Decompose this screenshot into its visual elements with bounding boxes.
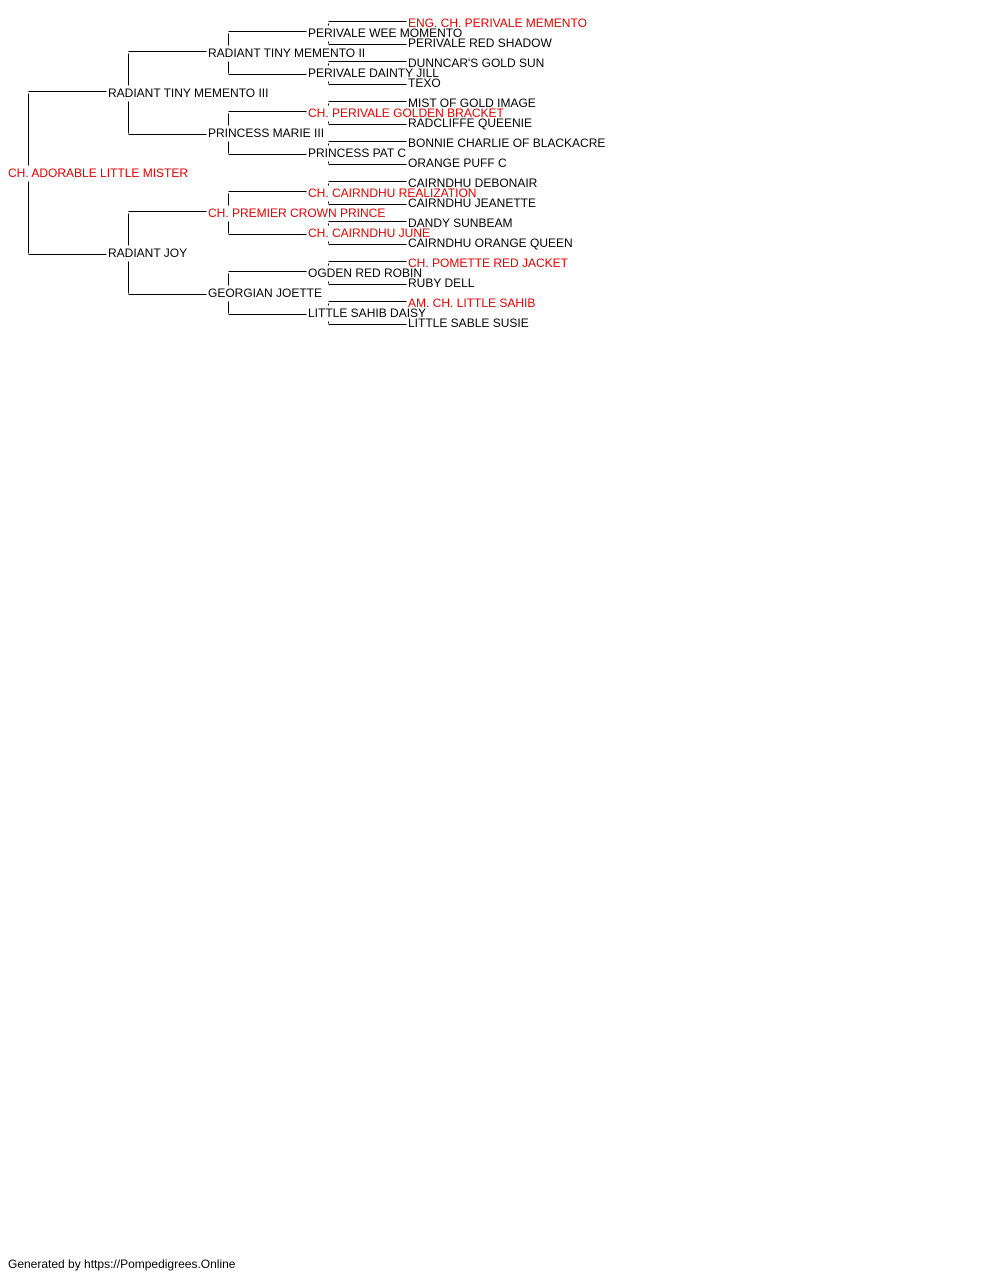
pedigree-node-gen4: CAIRNDHU DEBONAIR — [408, 176, 538, 190]
pedigree-node-gen3: CH. CAIRNDHU JUNE — [308, 226, 431, 240]
pedigree-node-gen4: ENG. CH. PERIVALE MEMENTO — [408, 16, 587, 30]
pedigree-node-gen4: PERIVALE RED SHADOW — [408, 36, 552, 50]
pedigree-node-gen2: PRINCESS MARIE III — [208, 126, 325, 140]
pedigree-node-gen4: CAIRNDHU JEANETTE — [408, 196, 537, 210]
pedigree-node-gen4: MIST OF GOLD IMAGE — [408, 96, 536, 110]
pedigree-node-gen4: RADCLIFFE QUEENIE — [408, 116, 533, 130]
pedigree-node-gen4: RUBY DELL — [408, 276, 475, 290]
footer-credit: Generated by https://Pompedigrees.Online — [8, 1257, 236, 1271]
pedigree-node-gen3: CH. CAIRNDHU REALIZATION — [308, 186, 477, 200]
pedigree-node-gen1: RADIANT JOY — [108, 246, 188, 260]
pedigree-node-gen4: BONNIE CHARLIE OF BLACKACRE — [408, 136, 606, 150]
pedigree-node-gen4: LITTLE SABLE SUSIE — [408, 316, 529, 330]
pedigree-node-gen3: CH. PERIVALE GOLDEN BRACKET — [308, 106, 504, 120]
pedigree-node-gen2: GEORGIAN JOETTE — [208, 286, 323, 300]
pedigree-node-gen4: CH. POMETTE RED JACKET — [408, 256, 569, 270]
pedigree-node-gen0: CH. ADORABLE LITTLE MISTER — [8, 166, 189, 180]
pedigree-node-gen4: CAIRNDHU ORANGE QUEEN — [408, 236, 573, 250]
pedigree-node-gen4: ORANGE PUFF C — [408, 156, 507, 170]
pedigree-node-gen2: RADIANT TINY MEMENTO II — [208, 46, 366, 60]
pedigree-node-gen3: PRINCESS PAT C — [308, 146, 407, 160]
pedigree-node-gen3: PERIVALE WEE MOMENTO — [308, 26, 463, 40]
pedigree-node-gen4: TEXO — [408, 76, 441, 90]
pedigree-node-gen1: RADIANT TINY MEMENTO III — [108, 86, 269, 100]
pedigree-node-gen3: PERIVALE DAINTY JILL — [308, 66, 439, 80]
pedigree-node-gen4: DUNNCAR'S GOLD SUN — [408, 56, 545, 70]
pedigree-node-gen4: DANDY SUNBEAM — [408, 216, 513, 230]
pedigree-node-gen4: AM. CH. LITTLE SAHIB — [408, 296, 536, 310]
pedigree-node-gen2: CH. PREMIER CROWN PRINCE — [208, 206, 386, 220]
pedigree-node-gen3: LITTLE SAHIB DAISY — [308, 306, 427, 320]
pedigree-node-gen3: OGDEN RED ROBIN — [308, 266, 423, 280]
